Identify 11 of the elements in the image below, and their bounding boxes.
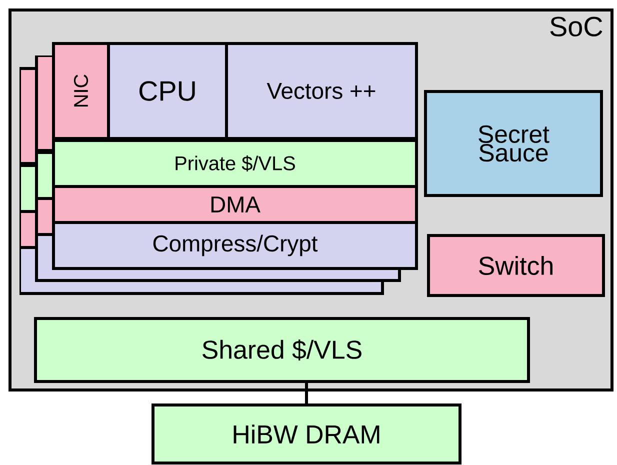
memory-box: HiBW DRAM xyxy=(152,404,462,464)
component-box: Compress/Crypt xyxy=(52,221,418,270)
connector-line xyxy=(305,383,308,404)
component-box: Switch xyxy=(427,234,605,297)
component-box: Vectors ++ xyxy=(225,42,418,140)
component-box: CPU xyxy=(107,42,228,140)
component-box: Secret Sauce xyxy=(424,90,603,197)
component-box: Private $/VLS xyxy=(52,139,418,188)
cache-box: Shared $/VLS xyxy=(34,317,530,383)
component-box: NIC xyxy=(52,42,110,140)
component-box: DMA xyxy=(52,185,418,224)
